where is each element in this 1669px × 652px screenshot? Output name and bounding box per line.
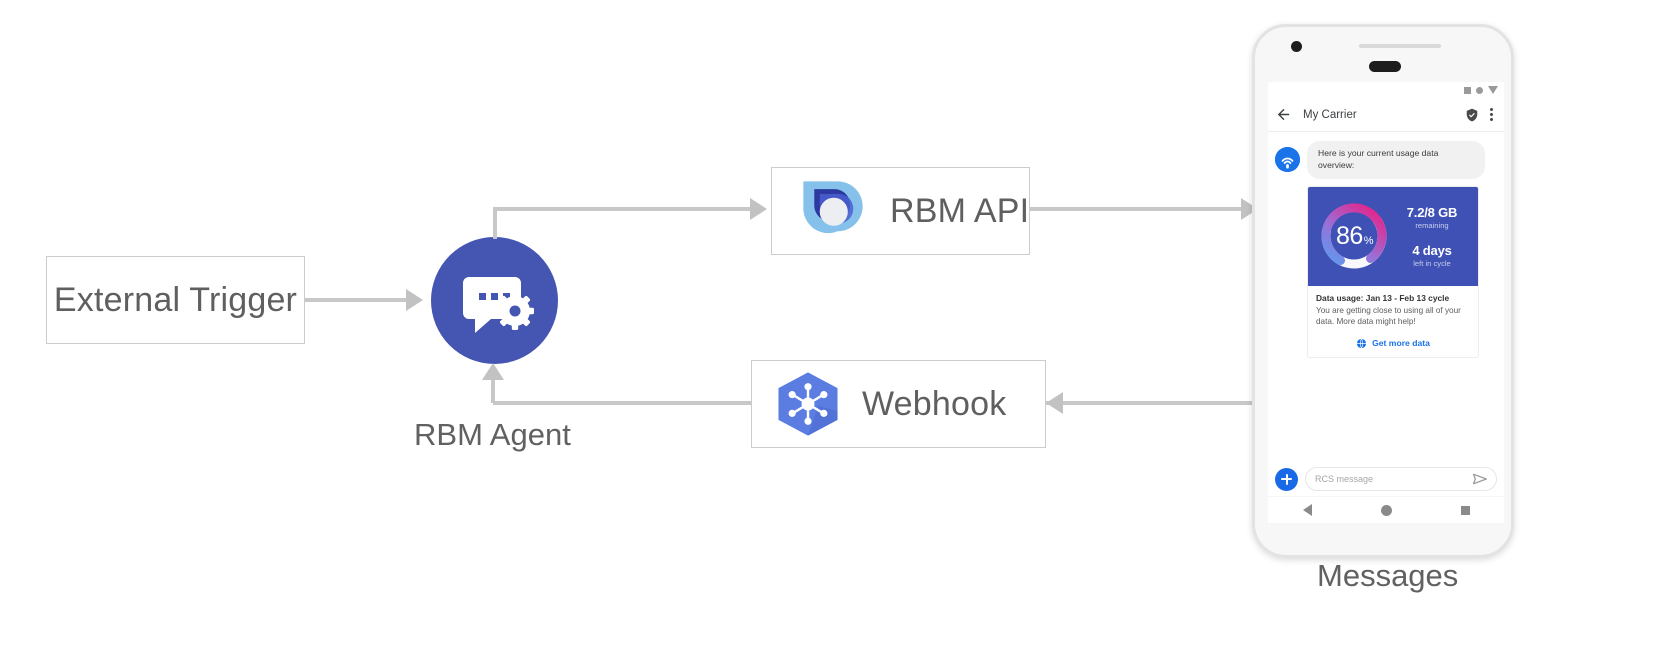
nav-back-triangle-icon[interactable] <box>1302 504 1312 516</box>
arrowhead-trigger-to-agent <box>406 289 423 311</box>
message-bubble: Here is your current usage data overview… <box>1307 141 1485 179</box>
earpiece-pill <box>1369 61 1401 72</box>
webhook-hexagon-icon <box>778 372 838 436</box>
usage-gauge: 86% <box>1316 198 1392 274</box>
rich-card-body: Data usage: Jan 13 - Feb 13 cycle You ar… <box>1308 286 1478 332</box>
conversation-title: My Carrier <box>1303 108 1357 121</box>
incoming-message-row: Here is your current usage data overview… <box>1275 141 1497 179</box>
rbm-agent-caption: RBM Agent <box>414 417 571 452</box>
stat-days-value: 4 days <box>1412 242 1452 258</box>
status-bar <box>1268 82 1504 98</box>
arrowhead-agent-to-rbmapi <box>750 198 767 220</box>
kebab-menu-icon[interactable] <box>1485 108 1497 121</box>
wifi-circle-icon <box>1476 86 1483 94</box>
phone-device: My Carrier <box>1252 24 1514 558</box>
connector-webhook-to-agent <box>493 401 751 405</box>
arrowhead-webhook-to-agent <box>482 363 504 380</box>
rbm-api-icon <box>803 181 863 234</box>
back-arrow-icon[interactable] <box>1275 106 1292 123</box>
hero-stats: 7.2/8 GB remaining 4 days left in cycle <box>1392 205 1470 268</box>
plus-icon[interactable] <box>1275 467 1298 491</box>
send-icon[interactable] <box>1473 473 1487 485</box>
external-trigger-label: External Trigger <box>53 280 298 319</box>
android-nav-bar <box>1268 497 1504 523</box>
webhook-label: Webhook <box>862 384 1007 423</box>
connector-trigger-to-agent <box>305 298 407 302</box>
node-external-trigger[interactable]: External Trigger <box>46 256 305 344</box>
get-more-data-button[interactable]: Get more data <box>1308 332 1478 357</box>
battery-triangle-icon <box>1488 86 1498 94</box>
app-bar: My Carrier <box>1268 98 1504 132</box>
arrowhead-phone-to-webhook <box>1046 392 1063 414</box>
broadcast-tower-icon <box>1275 147 1300 172</box>
card-description: You are getting close to using all of yo… <box>1316 305 1461 327</box>
connector-phone-to-webhook <box>1046 401 1260 405</box>
rcs-message-input[interactable]: RCS message <box>1305 467 1497 491</box>
connector-rbmapi-to-phone <box>1030 207 1242 211</box>
node-webhook[interactable]: Webhook <box>751 360 1046 448</box>
rcs-message-placeholder: RCS message <box>1315 474 1374 484</box>
nav-home-circle-icon[interactable] <box>1380 504 1392 516</box>
rich-card[interactable]: 86% 7.2/8 GB remaining 4 days left in cy… <box>1307 185 1479 358</box>
stat-data-caption: remaining <box>1415 220 1449 230</box>
message-composer: RCS message <box>1268 462 1504 496</box>
card-title: Data usage: Jan 13 - Feb 13 cycle <box>1316 292 1450 303</box>
connector-agent-to-rbmapi <box>493 207 751 211</box>
verified-shield-icon[interactable] <box>1465 108 1479 122</box>
phone-screen: My Carrier <box>1268 82 1504 462</box>
conversation-thread: Here is your current usage data overview… <box>1268 132 1504 358</box>
stat-days-caption: left in cycle <box>1413 258 1451 268</box>
connector-agent-down <box>491 378 495 403</box>
node-rbm-api[interactable]: RBM API <box>771 167 1030 255</box>
earpiece-speaker <box>1359 44 1441 48</box>
get-more-data-label: Get more data <box>1372 338 1430 349</box>
stat-data-value: 7.2/8 GB <box>1406 204 1458 220</box>
messages-caption: Messages <box>1317 558 1459 593</box>
gauge-value: 86% <box>1335 221 1374 250</box>
signal-square-icon <box>1464 86 1471 94</box>
node-rbm-agent[interactable] <box>431 237 558 364</box>
front-camera-icon <box>1291 41 1302 52</box>
globe-icon <box>1357 338 1367 348</box>
rich-card-hero: 86% 7.2/8 GB remaining 4 days left in cy… <box>1308 186 1478 286</box>
chat-bubble-gear-icon <box>463 277 534 333</box>
connector-agent-up <box>493 207 497 239</box>
rbm-api-label: RBM API <box>890 191 1030 230</box>
nav-recents-square-icon[interactable] <box>1460 505 1470 515</box>
